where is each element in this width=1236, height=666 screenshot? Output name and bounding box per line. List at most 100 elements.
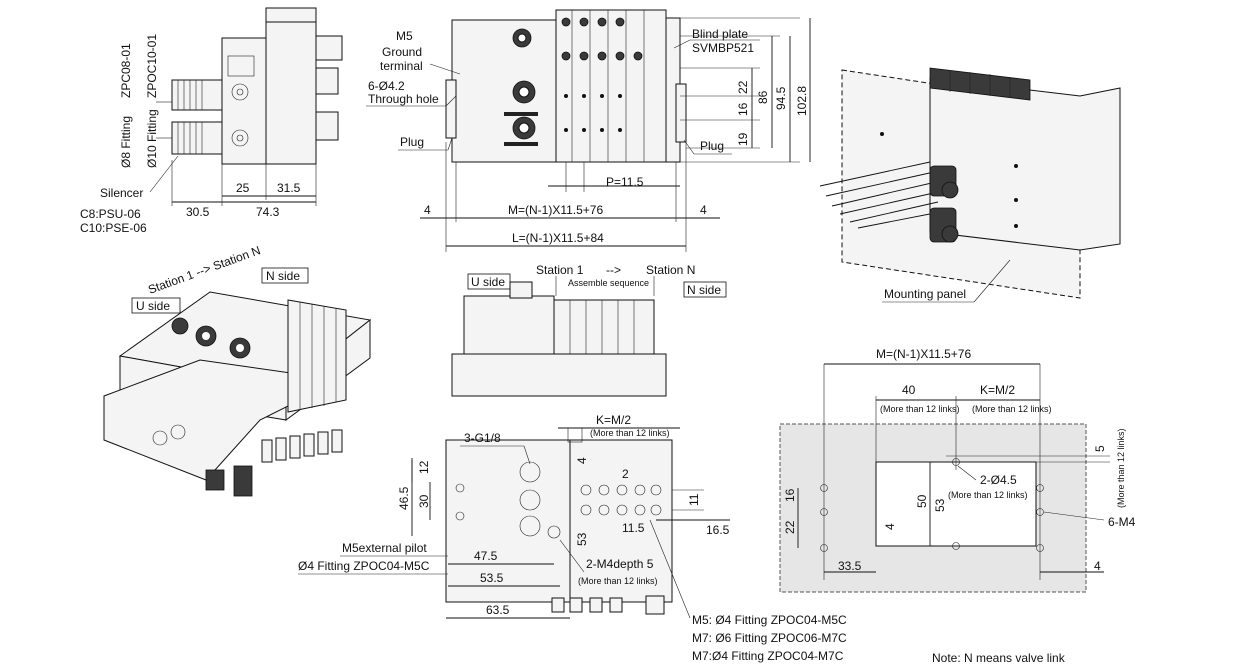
bottom-view: 3-G1/8 K=M/2 (More than 12 links) 12 46.… [298, 413, 847, 663]
dim-4-right: 4 [700, 203, 707, 217]
more12-m4: (More than 12 links) [578, 576, 658, 586]
m5-pilot-label: M5external pilot [342, 541, 427, 555]
legend-line-3: M7:Ø4 Fitting ZPOC04-M7C [692, 649, 844, 663]
panel-mount-view: Mounting panel [819, 67, 1121, 303]
more12-40: (More than 12 links) [880, 404, 960, 414]
front-valves [553, 299, 655, 355]
more12-5: (More than 12 links) [1116, 428, 1126, 508]
dim-22: 22 [736, 80, 750, 94]
dim-53: 53 [575, 532, 589, 546]
dim-5: 5 [1093, 445, 1107, 452]
dim-47-5: 47.5 [474, 549, 498, 563]
side-label-plate [227, 55, 255, 77]
phi4-fitting-label: Ø4 Fitting ZPOC04-M5C [298, 559, 430, 573]
side-port-1 [231, 83, 249, 101]
k-half-cutout: K=M/2 [980, 383, 1015, 397]
bottom-fittings [551, 595, 665, 615]
dim-33-5: 33.5 [838, 559, 862, 573]
dim-11-5: 11.5 [622, 521, 645, 535]
c8-label: C8:PSU-06 [80, 207, 141, 221]
bottom-port-grid [580, 484, 662, 516]
front-base [451, 353, 667, 397]
dim-46-5: 46.5 [397, 486, 411, 510]
top-right-endcap [675, 83, 687, 143]
dim-12: 12 [417, 460, 431, 474]
iso-view: Station 1 --> Station N N side U side [103, 243, 372, 497]
m5-label: M5 [396, 29, 413, 43]
side-port-2 [231, 129, 249, 147]
more12-k: (More than 12 links) [972, 404, 1052, 414]
blind-plate-label: Blind plate [692, 27, 748, 41]
dim-22-cutout: 22 [783, 520, 797, 534]
u-side-iso: U side [136, 299, 170, 313]
dim-4-cutout: 4 [883, 523, 897, 530]
front-bus-module [463, 295, 555, 355]
top-left-endcap [445, 79, 457, 139]
pitch-label: P=11.5 [606, 175, 644, 189]
panel-cutout-view: M=(N-1)X11.5+76 40 (More than 12 links) … [779, 347, 1136, 665]
fittings-upper [171, 79, 223, 111]
dim-11: 11 [687, 493, 701, 506]
side-connector-2 [315, 67, 339, 95]
dim-50: 50 [915, 494, 929, 508]
dim-31-5: 31.5 [277, 181, 301, 195]
hole-label-1: 6-Ø4.2 [368, 79, 405, 93]
cutout-window [875, 461, 1037, 547]
plug-left-label: Plug [400, 135, 424, 149]
m-formula: M=(N-1)X11.5+76 [508, 203, 603, 217]
dim-53-cutout: 53 [933, 498, 947, 512]
assemble-label: Assemble sequence [568, 278, 649, 288]
front-connector [509, 281, 533, 299]
side-top-cap [265, 7, 317, 23]
legend-line-1: M5: Ø4 Fitting ZPOC04-M5C [692, 613, 847, 627]
ground-label-2: terminal [380, 59, 423, 73]
dim-30-5: 30.5 [186, 205, 210, 219]
k-half-bottom: K=M/2 [596, 413, 631, 427]
more12-bottom: (More than 12 links) [590, 428, 670, 438]
side-body-right [265, 19, 317, 165]
hole-4-5-label: 2-Ø4.5 [980, 473, 1017, 487]
dim-4-bottom: 4 [575, 457, 589, 464]
phi10-fitting-label: Ø10 Fitting [145, 109, 159, 168]
ground-label-1: Ground [382, 45, 422, 59]
panel-box [929, 77, 1121, 251]
station-front-arrow: --> [606, 263, 621, 277]
l-formula: L=(N-1)X11.5+84 [512, 231, 604, 245]
legend-line-2: M7: Ø6 Fitting ZPOC06-M7C [692, 631, 847, 645]
more12-hole: (More than 12 links) [948, 490, 1028, 500]
dim-86: 86 [756, 90, 770, 104]
mounting-panel-label: Mounting panel [884, 287, 966, 301]
dim-94-5: 94.5 [774, 86, 788, 110]
blind-plate-model: SVMBP521 [692, 41, 754, 55]
station-iso-label: Station 1 --> Station N [146, 243, 262, 297]
dim-16: 16 [736, 102, 750, 116]
fittings-lower [171, 121, 223, 155]
top-view: M5 Ground terminal 6-Ø4.2 Through hole P… [366, 9, 811, 252]
dim-4-left: 4 [424, 203, 431, 217]
dim-40: 40 [902, 383, 916, 397]
top-bus-module [451, 19, 557, 163]
dim-102-8: 102.8 [795, 86, 809, 116]
silencer-label: Silencer [100, 186, 143, 200]
side-port-2-inner [236, 134, 244, 142]
panel-valve-top [929, 67, 1031, 101]
dim-63-5: 63.5 [486, 603, 510, 617]
side-body-left [221, 37, 267, 165]
station-front-n: Station N [646, 263, 695, 277]
thread-label: 3-G1/8 [464, 431, 501, 445]
side-connector-3 [315, 111, 339, 141]
zpc08-label: ZPC08-01 [119, 43, 133, 98]
u-side-front: U side [471, 275, 505, 289]
hole-label-2: Through hole [368, 92, 439, 106]
dim-19: 19 [736, 132, 750, 146]
m4-6-label: 6-M4 [1108, 515, 1136, 529]
dim-25: 25 [236, 181, 250, 195]
plug-right-label: Plug [700, 139, 724, 153]
dim-16-5: 16.5 [706, 523, 730, 537]
m-formula-cutout: M=(N-1)X11.5+76 [876, 347, 971, 361]
dim-53-5: 53.5 [480, 571, 504, 585]
station-front-1: Station 1 [536, 263, 584, 277]
m4depth-label: 2-M4depth 5 [586, 557, 654, 571]
front-view: U side Station 1 --> Station N Assemble … [451, 263, 727, 397]
